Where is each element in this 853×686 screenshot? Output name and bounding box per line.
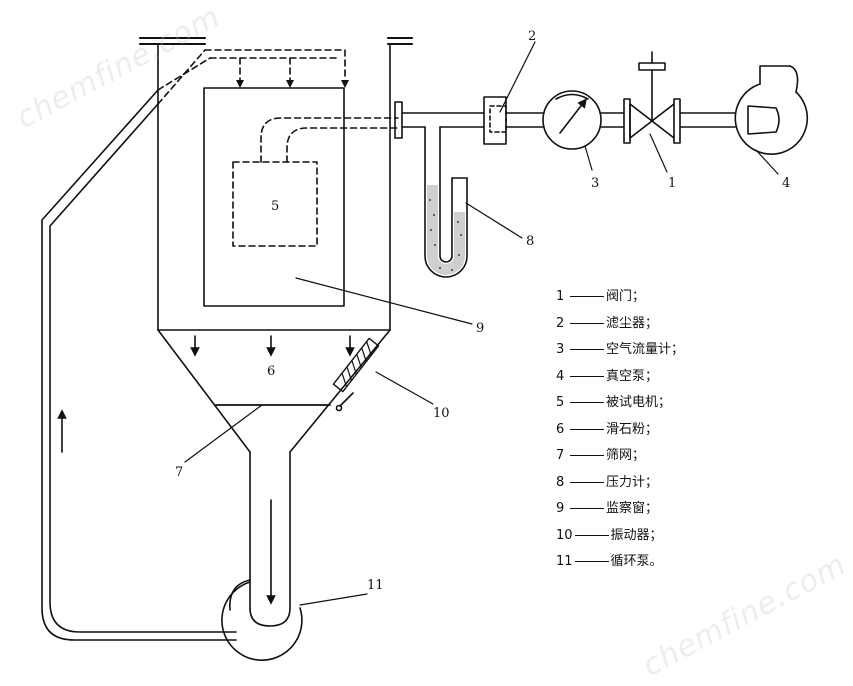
legend-number: 1 xyxy=(556,289,565,304)
legend-dash xyxy=(570,428,604,430)
label-1: 1 xyxy=(668,176,676,191)
talc-hopper xyxy=(157,329,391,453)
legend: 1 阀门； 2 滤尘器； 3 空气流量计； 4 真空泵； 5 被试电机； 6 滑石粉； 7 筛网； 8 压力计… xyxy=(556,284,684,576)
label-5: 5 xyxy=(271,199,279,214)
legend-dash xyxy=(570,481,604,483)
legend-dash xyxy=(574,561,609,562)
circulation-pump xyxy=(221,579,303,661)
legend-number: 6 xyxy=(556,421,565,437)
legend-text: 筛网； xyxy=(606,448,646,463)
legend-number: 10 xyxy=(556,527,573,543)
label-2: 2 xyxy=(528,29,536,44)
label-9: 9 xyxy=(476,321,484,336)
legend-number: 9 xyxy=(556,501,565,516)
legend-text: 振动器； xyxy=(610,527,663,543)
dust-filter xyxy=(483,96,507,145)
legend-item: 10 振动器； xyxy=(556,523,684,550)
test-chamber xyxy=(157,43,391,331)
legend-dash xyxy=(570,349,604,350)
label-6: 6 xyxy=(267,364,275,379)
legend-item: 6 滑石粉； xyxy=(556,417,684,444)
label-8: 8 xyxy=(526,234,534,249)
legend-dash xyxy=(570,296,604,297)
legend-item: 8 压力计； xyxy=(556,470,684,497)
legend-text: 滤尘器； xyxy=(606,315,659,331)
motor-cable xyxy=(260,117,399,163)
legend-text: 压力计； xyxy=(606,474,659,490)
legend-item: 2 滤尘器； xyxy=(556,311,684,338)
suction-pipe xyxy=(401,112,736,128)
legend-dash xyxy=(570,455,604,456)
legend-item: 1 阀门； xyxy=(556,284,684,311)
return-down-pipe xyxy=(249,451,291,609)
legend-dash xyxy=(570,402,604,403)
legend-item: 11 循环泵。 xyxy=(556,549,684,576)
legend-text: 循环泵。 xyxy=(610,554,663,569)
motor-under-test xyxy=(232,161,318,247)
legend-item: 4 真空泵； xyxy=(556,364,684,391)
air-flow-meter xyxy=(542,90,602,150)
legend-number: 11 xyxy=(556,554,573,569)
side-port-flange xyxy=(394,101,403,139)
chamber-lid xyxy=(139,37,413,45)
leader-lines xyxy=(184,41,779,606)
vibrator xyxy=(332,337,380,412)
legend-number: 4 xyxy=(556,368,565,384)
talc-flow-arrows xyxy=(190,335,355,357)
legend-text: 被试电机； xyxy=(606,395,672,410)
legend-dash xyxy=(570,508,604,509)
legend-number: 7 xyxy=(556,448,565,463)
legend-number: 2 xyxy=(556,315,565,331)
legend-dash xyxy=(570,375,604,377)
label-4: 4 xyxy=(782,176,790,191)
legend-text: 滑石粉； xyxy=(606,421,659,437)
part-labels: 2 3 1 4 5 8 9 6 10 7 11 xyxy=(175,29,790,593)
legend-dash xyxy=(574,534,609,536)
label-10: 10 xyxy=(433,406,450,421)
manometer xyxy=(424,126,468,278)
legend-item: 7 筛网； xyxy=(556,443,684,470)
legend-item: 9 监察窗； xyxy=(556,496,684,523)
label-11: 11 xyxy=(367,578,384,593)
legend-text: 空气流量计； xyxy=(606,342,685,357)
legend-number: 8 xyxy=(556,474,565,490)
legend-text: 阀门； xyxy=(606,289,646,304)
legend-dash xyxy=(570,322,604,324)
vacuum-pump xyxy=(734,65,809,155)
legend-item: 5 被试电机； xyxy=(556,390,684,417)
talc-distribution-pipe xyxy=(204,49,346,81)
label-7: 7 xyxy=(175,465,183,480)
legend-number: 3 xyxy=(556,342,565,357)
return-loop-pipe xyxy=(41,49,237,641)
legend-text: 监察窗； xyxy=(606,501,659,516)
label-3: 3 xyxy=(591,176,599,191)
inspection-window xyxy=(203,87,345,307)
legend-item: 3 空气流量计； xyxy=(556,337,684,364)
valve xyxy=(623,51,681,144)
legend-number: 5 xyxy=(556,395,565,410)
legend-text: 真空泵； xyxy=(606,368,659,384)
